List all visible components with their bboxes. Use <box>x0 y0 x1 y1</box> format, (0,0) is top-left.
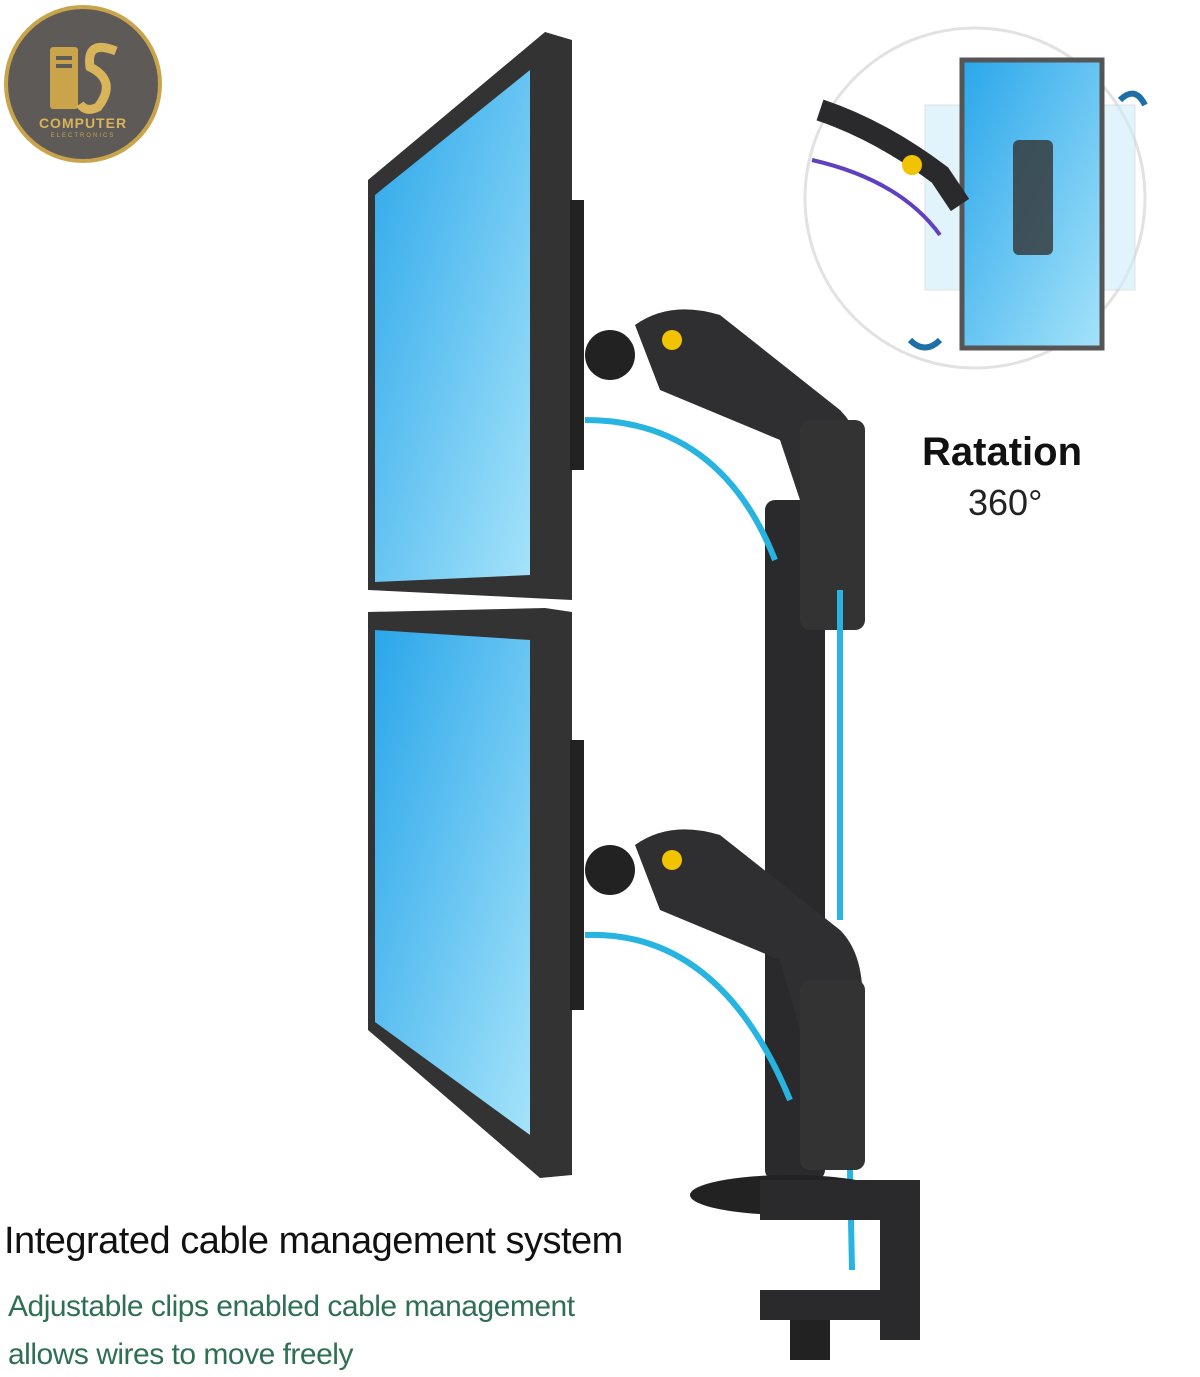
rotate-arrow-icon <box>907 337 943 351</box>
cable-description-line: Adjustable clips enabled cable managemen… <box>8 1290 575 1323</box>
brand-logo: COMPUTER ELECTRONICS <box>4 5 162 163</box>
cables <box>584 417 855 1271</box>
cable-description-line: allows wires to move freely <box>8 1338 353 1371</box>
cable-management-title: Integrated cable management system <box>4 1220 623 1262</box>
lower-arm <box>585 829 865 1170</box>
logo-subtitle: ELECTRONICS <box>50 133 116 139</box>
rotation-inset <box>803 26 1148 370</box>
rotation-value: 360° <box>968 482 1043 523</box>
desk-clamp <box>690 1175 920 1360</box>
rotate-arrow-icon <box>1117 90 1148 107</box>
logo-mark-icon <box>50 43 118 114</box>
upper-monitor <box>368 32 584 600</box>
rotation-title: Ratation <box>922 430 1082 474</box>
lower-monitor <box>368 608 584 1178</box>
upper-arm <box>585 309 865 630</box>
logo-wordmark: COMPUTER <box>38 115 128 131</box>
